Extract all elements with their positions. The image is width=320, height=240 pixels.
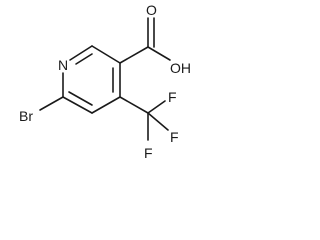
atom-label-hydroxyl: OH (170, 60, 191, 76)
trifluoromethyl-group (119, 96, 169, 141)
bond-c6-br (39, 96, 64, 111)
atom-label-bromine: Br (19, 108, 33, 124)
bond-c4-cf3 (119, 96, 149, 114)
bond-c2-c3 (91, 45, 121, 64)
atom-label-carbonyl-oxygen: O (146, 2, 157, 18)
atom-label-nitrogen: N (58, 57, 68, 73)
chemical-structure: N Br O OH F F F (19, 2, 191, 161)
atom-label-fluorine-bottom: F (144, 145, 153, 161)
bond-c5-c6 (62, 96, 93, 114)
bond-n-c2 (69, 45, 93, 61)
double-bond-n-c2 (75, 53, 93, 65)
bond-c3-carboxyl (119, 46, 149, 64)
pyridine-ring (62, 45, 121, 114)
bond-cf3-f-top (147, 100, 166, 114)
bond-cf3-f-right (147, 112, 169, 131)
double-bond-c5-c6 (68, 91, 93, 106)
atom-label-fluorine-right: F (170, 129, 179, 145)
bond-c4-c5 (91, 96, 121, 114)
carboxylic-acid-group (119, 17, 171, 64)
atom-label-fluorine-top: F (168, 89, 177, 105)
bond-carboxyl-oh (147, 46, 171, 61)
